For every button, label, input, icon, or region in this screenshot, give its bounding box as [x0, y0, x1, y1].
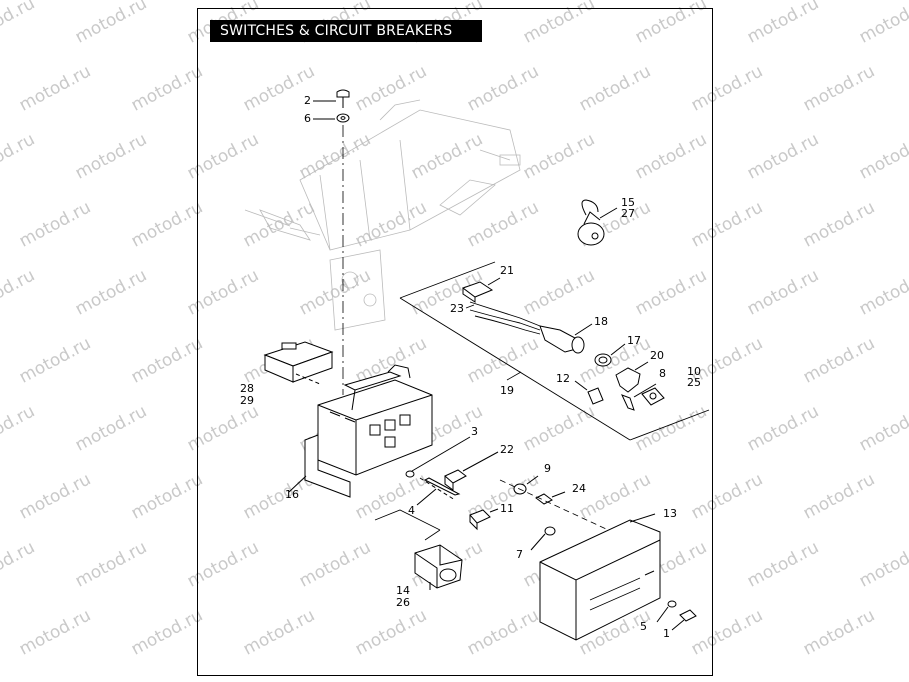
connector-part-21	[461, 277, 501, 303]
cover-part-13	[539, 513, 661, 641]
callout-5: 5	[640, 620, 647, 633]
callout-4: 4	[408, 504, 415, 517]
callout-27: 27	[621, 207, 635, 220]
washer-part-6	[313, 113, 350, 123]
clip-part-8	[621, 383, 657, 411]
frame-rail-sketch	[244, 99, 521, 331]
callout-18: 18	[594, 315, 608, 328]
bracket-part-12	[574, 380, 604, 405]
diagram-frame	[197, 8, 713, 676]
breaker-box-part-16	[288, 364, 433, 498]
wire-harness-part-23	[465, 301, 541, 335]
callout-25: 25	[687, 376, 701, 389]
tag-part-15	[577, 199, 618, 246]
connector-part-11	[469, 508, 499, 531]
callout-8: 8	[659, 367, 666, 380]
callout-7: 7	[516, 548, 523, 561]
bushing-part-24	[535, 491, 566, 505]
callout-26: 26	[396, 596, 410, 609]
callout-15: 15	[621, 196, 635, 209]
callout-28: 28	[240, 382, 254, 395]
callout-3: 3	[471, 425, 478, 438]
nut-part-17	[594, 343, 626, 367]
callout-1: 1	[663, 627, 670, 640]
callout-13: 13	[663, 507, 677, 520]
dashed-mount-line	[499, 479, 631, 541]
harness-bracket-19	[399, 261, 710, 441]
callout-23: 23	[450, 302, 464, 315]
callout-2: 2	[304, 94, 311, 107]
screw-part-2	[313, 89, 350, 108]
callout-16: 16	[285, 488, 299, 501]
screw-part-1	[671, 609, 697, 631]
callout-22: 22	[500, 443, 514, 456]
gasket-part-10	[641, 387, 665, 406]
bolt-part-4	[416, 477, 461, 506]
leader-line-14	[374, 509, 441, 541]
leader-line-19	[506, 371, 522, 381]
grommet-part-7	[530, 526, 556, 551]
callout-14: 14	[396, 584, 410, 597]
callout-12: 12	[556, 372, 570, 385]
fitting-part-20	[615, 361, 649, 393]
callout-11: 11	[500, 502, 514, 515]
washer-part-5	[656, 600, 677, 623]
callout-10: 10	[687, 365, 701, 378]
callout-29: 29	[240, 394, 254, 407]
relay-part-28	[263, 341, 334, 385]
callout-20: 20	[650, 349, 664, 362]
callout-24: 24	[572, 482, 586, 495]
fuse-part-22	[444, 451, 499, 491]
callout-9: 9	[544, 462, 551, 475]
grommet-part-9	[513, 475, 539, 495]
callout-6: 6	[304, 112, 311, 125]
callout-21: 21	[500, 264, 514, 277]
sensor-part-18	[539, 323, 593, 354]
callout-17: 17	[627, 334, 641, 347]
motor-part-14	[414, 544, 463, 590]
page-title: SWITCHES & CIRCUIT BREAKERS	[210, 20, 483, 42]
callout-19: 19	[500, 384, 514, 397]
fastener-part-3	[405, 436, 471, 501]
